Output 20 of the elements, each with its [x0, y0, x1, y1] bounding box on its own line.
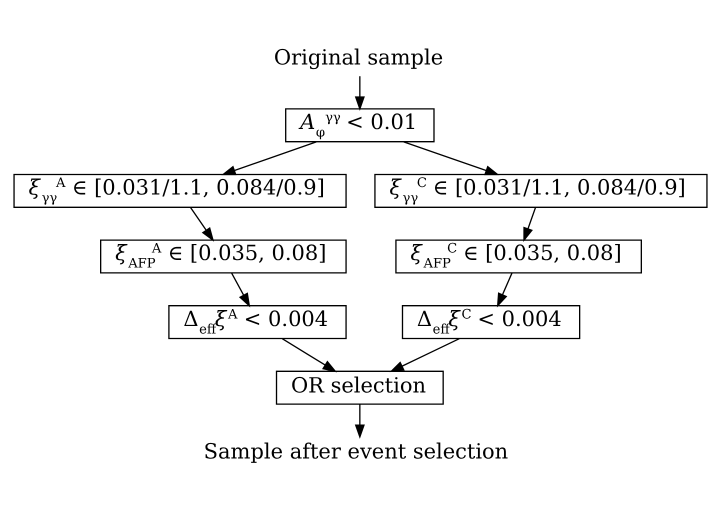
arrow — [354, 404, 365, 439]
arrow — [523, 207, 536, 242]
node-box: ξ$_{AFP}$$^{A}$ ∈ [0.035, 0.08] — [100, 239, 347, 274]
node-box: ξ$_{γγ}$$^{A}$ ∈ [0.031/1.1, 0.084/0.9] — [13, 174, 347, 208]
node-text: Sample after event selection — [204, 439, 508, 464]
node-box: Δ$_{eff}$ξ$^{A}$ < 0.004 — [168, 305, 347, 340]
node-box: OR selection — [276, 370, 444, 405]
node-box: ξ$_{AFP}$$^{C}$ ∈ [0.035, 0.08] — [395, 239, 642, 274]
arrow — [354, 76, 365, 111]
node-box: A$_{φ}$$^{γγ}$ < 0.01 — [285, 108, 435, 142]
arrow — [282, 338, 337, 372]
node-text: Original sample — [274, 46, 444, 70]
arrow — [390, 338, 460, 372]
arrow — [190, 207, 214, 242]
node-box: Δ$_{eff}$ξ$^{C}$ < 0.004 — [402, 305, 580, 340]
arrow — [496, 272, 513, 308]
node-box: ξ$_{γγ}$$^{C}$ ∈ [0.031/1.1, 0.084/0.9] — [374, 174, 708, 208]
arrow — [403, 141, 500, 176]
arrow — [221, 141, 317, 176]
arrow — [231, 272, 250, 308]
